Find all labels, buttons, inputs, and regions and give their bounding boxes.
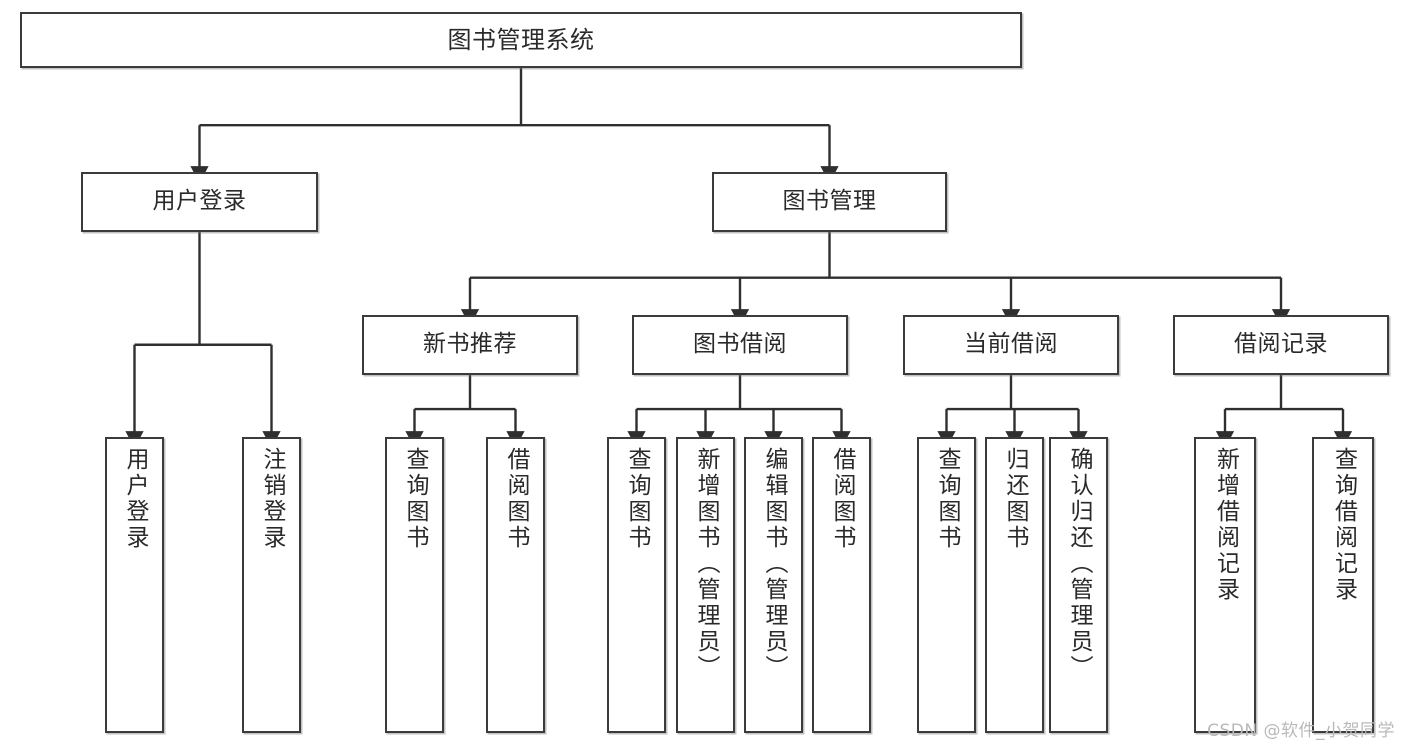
node-leaf-qry-record[interactable]: 查询借阅记录 (1312, 437, 1374, 733)
node-label: 当前借阅 (964, 331, 1058, 358)
node-book-manage[interactable]: 图书管理 (712, 172, 947, 232)
node-label: 新增借阅记录 (1212, 447, 1239, 603)
node-leaf-add-record[interactable]: 新增借阅记录 (1194, 437, 1256, 733)
node-label: 归还图书 (1002, 447, 1028, 551)
node-label: 查询借阅记录 (1330, 447, 1357, 603)
node-leaf-query-1[interactable]: 查询图书 (385, 437, 444, 733)
node-borrow-record[interactable]: 借阅记录 (1173, 315, 1389, 375)
node-root[interactable]: 图书管理系统 (20, 12, 1022, 68)
node-label: 查询图书 (934, 447, 960, 551)
node-label: 借阅图书 (829, 447, 855, 551)
node-label: 用户登录 (122, 447, 148, 551)
node-user-login[interactable]: 用户登录 (81, 172, 318, 232)
node-leaf-confirm[interactable]: 确认归还（管理员） (1049, 437, 1108, 733)
node-leaf-query-3[interactable]: 查询图书 (917, 437, 976, 733)
csdn-watermark: CSDN @软件_小贺同学 (1207, 721, 1395, 741)
node-label: 查询图书 (624, 447, 650, 551)
node-leaf-borrow-1[interactable]: 借阅图书 (486, 437, 545, 733)
node-label: 借阅记录 (1234, 331, 1328, 358)
node-label: 注销登录 (259, 447, 285, 551)
node-label: 图书借阅 (693, 331, 787, 358)
node-label: 图书管理 (782, 188, 877, 215)
node-leaf-add-book[interactable]: 新增图书（管理员） (676, 437, 735, 733)
node-label: 用户登录 (152, 188, 247, 215)
node-label: 借阅图书 (503, 447, 529, 551)
node-leaf-edit-book[interactable]: 编辑图书（管理员） (744, 437, 803, 733)
node-label: 新增图书（管理员） (693, 447, 719, 681)
node-leaf-return[interactable]: 归还图书 (985, 437, 1044, 733)
node-label: 确认归还（管理员） (1066, 447, 1092, 681)
node-leaf-borrow-2[interactable]: 借阅图书 (812, 437, 871, 733)
node-current-borrow[interactable]: 当前借阅 (903, 315, 1119, 375)
node-label: 查询图书 (402, 447, 428, 551)
node-label: 图书管理系统 (447, 25, 595, 54)
node-label: 新书推荐 (423, 331, 517, 358)
node-new-book-rec[interactable]: 新书推荐 (362, 315, 578, 375)
node-book-borrow[interactable]: 图书借阅 (632, 315, 848, 375)
node-leaf-logout[interactable]: 注销登录 (242, 437, 301, 733)
node-leaf-user-login[interactable]: 用户登录 (105, 437, 164, 733)
node-leaf-query-2[interactable]: 查询图书 (607, 437, 666, 733)
node-label: 编辑图书（管理员） (761, 447, 787, 681)
